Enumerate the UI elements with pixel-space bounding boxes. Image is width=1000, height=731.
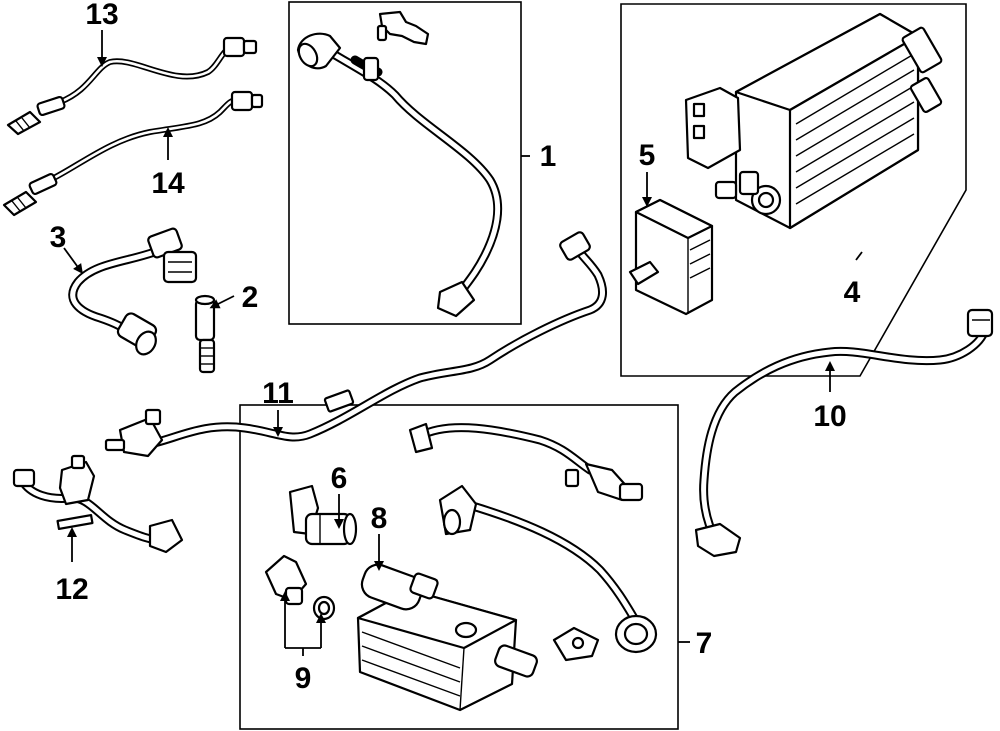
callout-labels: 13 14 3 2 1 5 4 10 11 12 6 8 7 9 [50,0,861,695]
callout-6: 6 [331,462,348,495]
callout-9: 9 [295,662,312,695]
callout-14: 14 [151,167,185,200]
part-3-vapor-hose[interactable] [68,227,198,358]
part-14-oxygen-sensor[interactable] [2,90,264,217]
part-1-purge-hose[interactable] [295,10,503,318]
part-13-oxygen-sensor[interactable] [6,36,258,136]
callout-4: 4 [844,276,861,309]
group-frame-7 [239,404,679,730]
callout-2: 2 [242,281,259,314]
callout-10: 10 [813,400,846,433]
callout-8: 8 [371,502,388,535]
part-7-hose-assembly[interactable] [408,422,658,662]
callout-13: 13 [85,0,118,31]
part-11-vapor-line[interactable] [104,231,607,458]
callout-5: 5 [639,139,656,172]
part-9-valve-seal[interactable] [264,554,336,621]
callout-12: 12 [55,573,88,606]
part-2-valve[interactable] [194,294,216,374]
part-4-charcoal-canister[interactable] [684,12,943,230]
leader-lines [63,30,863,656]
group-frame-4 [620,3,967,377]
callout-3: 3 [50,221,67,254]
part-8-leak-detection-pump[interactable] [356,561,539,712]
group-frame-1 [288,1,522,325]
part-10-vent-hose[interactable] [694,308,994,558]
callout-7: 7 [696,627,713,660]
callout-11: 11 [262,377,294,410]
part-5-filter[interactable] [628,198,714,316]
part-12-tube-assembly[interactable] [12,454,184,554]
callout-1: 1 [540,140,557,173]
